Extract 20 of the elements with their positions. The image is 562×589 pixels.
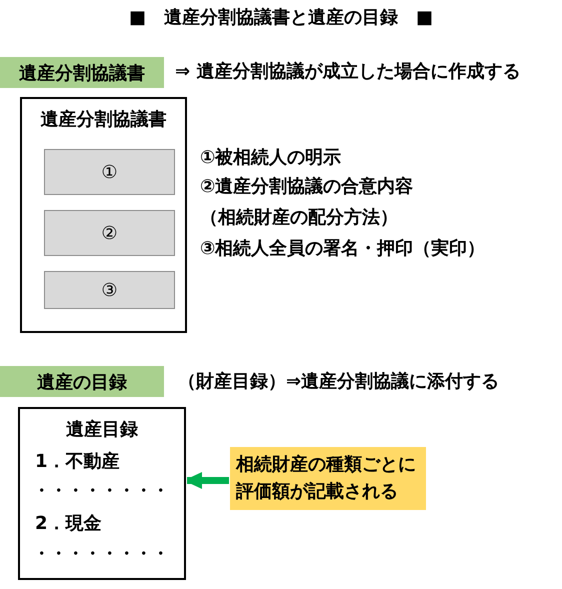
page-title: ■ 遺産分割協議書と遺産の目録 ■ [128,6,434,30]
list-item: 2．現金 [35,512,102,536]
agreement-document-frame [20,97,187,333]
document-section-block: ① [44,149,175,195]
omitted-entries-text: ・・・・・・・・ [33,543,169,566]
inventory-document-frame [18,407,186,580]
list-item-text: ③相続人全員の署名・押印（実印） [200,237,486,261]
description-text: （財産目録）⇒遺産分割協議に添付する [178,370,500,394]
list-item-text: ①被相続人の明示 [200,146,342,170]
document-title: 遺産目録 [66,418,138,442]
description-text: ⇒ 遺産分割協議が成立した場合に作成する [175,60,520,84]
list-item-text: ②遺産分割協議の合意内容（相続財産の配分方法） [200,175,414,230]
list-item: 1．不動産 [35,450,120,474]
callout-note: 相続財産の種類ごとに評価額が記載される [230,447,426,510]
document-title: 遺産分割協議書 [40,108,166,132]
omitted-entries-text: ・・・・・・・・ [33,480,169,503]
section-heading-tag: 遺産の目録 [0,366,164,397]
document-section-block: ③ [44,271,175,309]
section-heading-tag: 遺産分割協議書 [0,57,164,88]
document-section-block: ② [44,210,175,256]
